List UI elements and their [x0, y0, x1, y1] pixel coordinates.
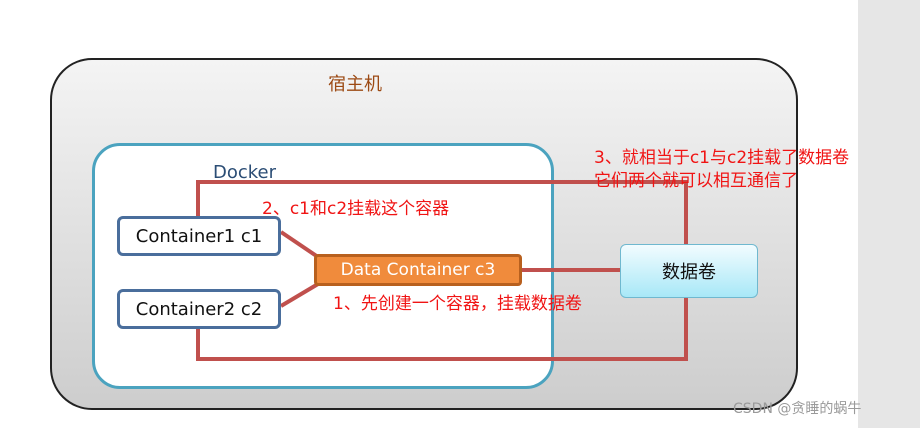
shared-path-bottom: [196, 298, 688, 361]
docker-label: Docker: [213, 162, 277, 183]
shared-path-top: [196, 180, 688, 244]
link-c2-c3: [279, 282, 320, 308]
watermark: CSDN @贪睡的蜗牛: [733, 401, 862, 417]
container-c2: Container2 c2: [117, 289, 281, 329]
right-edge-strip: [858, 0, 920, 428]
data-container-c3: Data Container c3: [314, 254, 522, 286]
annotation-shared-line2: 它们两个就可以相互通信了: [594, 171, 798, 191]
annotation-mount-c1-c2: 2、c1和c2挂载这个容器: [262, 199, 450, 219]
annotation-shared-volume: 3、就相当于c1与c2挂载了数据卷 它们两个就可以相互通信了: [594, 147, 849, 193]
link-c1-c3: [279, 230, 320, 259]
annotation-create-container: 1、先创建一个容器，挂载数据卷: [333, 294, 582, 314]
annotation-shared-line1: 3、就相当于c1与c2挂载了数据卷: [594, 148, 850, 168]
host-machine-label: 宿主机: [328, 74, 382, 95]
container-c1: Container1 c1: [117, 216, 281, 256]
data-volume: 数据卷: [620, 244, 758, 298]
